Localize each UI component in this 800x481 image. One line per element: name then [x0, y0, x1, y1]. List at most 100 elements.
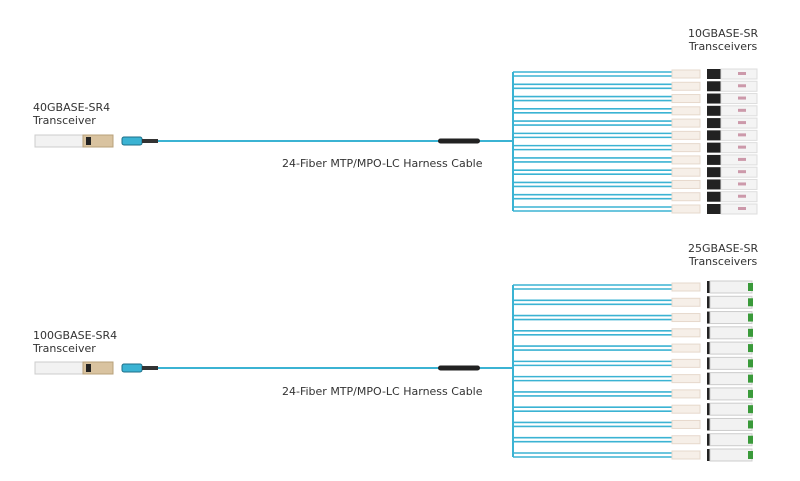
lc-connector: [671, 358, 701, 368]
sfp-plus-label: [738, 84, 746, 88]
source-label-1: 40GBASE-SR4 Transceiver: [33, 101, 110, 127]
sfp28-bail: [707, 403, 710, 416]
sfp-plus-label: [738, 182, 746, 186]
target-label-1: 10GBASE-SR Transceivers: [688, 27, 758, 53]
lc-connector: [671, 179, 701, 189]
lc-connector: [671, 313, 701, 323]
lc-connector: [671, 419, 701, 429]
source-label-2: 100GBASE-SR4 Transceiver: [33, 329, 117, 355]
source-model-2: 100GBASE-SR4: [33, 329, 118, 342]
sfp-plus-label: [738, 207, 746, 210]
sfp28-bail: [707, 418, 710, 431]
lc-connector: [671, 81, 701, 91]
sfp28-tab: [748, 283, 753, 291]
lc-connector: [671, 94, 701, 104]
sfp28-transceiver: [709, 402, 753, 416]
sfp-plus-label: [738, 157, 746, 161]
lc-connector: [671, 106, 701, 116]
target-model-2: 25GBASE-SR: [688, 242, 759, 255]
sfp-plus-latch: [707, 204, 721, 214]
breakout-boot: [438, 365, 480, 371]
lc-connector: [671, 328, 701, 338]
sfp28-transceiver: [709, 433, 753, 447]
lc-connector: [671, 69, 701, 79]
sfp28-tab: [748, 298, 753, 307]
source-type-1: Transceiver: [33, 114, 96, 127]
sfp28-transceiver: [709, 311, 753, 325]
mtp-boot: [142, 139, 158, 143]
source-model-1: 40GBASE-SR4: [33, 101, 111, 114]
sfp-plus-latch: [707, 191, 721, 202]
target-type-2: Transceivers: [688, 255, 758, 268]
target-model-1: 10GBASE-SR: [688, 27, 759, 40]
lc-connector: [671, 143, 701, 153]
source-transceiver-shell: [34, 361, 86, 375]
sfp28-bail: [707, 357, 710, 370]
cable-label-1: 24-Fiber MTP/MPO-LC Harness Cable: [282, 157, 483, 170]
source-transceiver-port: [86, 364, 91, 372]
lc-connector: [671, 404, 701, 414]
sfp-plus-latch: [707, 93, 721, 104]
breakout-boot: [438, 138, 480, 144]
lc-connector: [671, 435, 701, 445]
sfp28-tab: [748, 451, 753, 459]
cable-label-2: 24-Fiber MTP/MPO-LC Harness Cable: [282, 385, 483, 398]
sfp-plus-latch: [707, 154, 721, 165]
sfp-plus-label: [738, 96, 746, 100]
sfp-plus-latch: [707, 105, 721, 116]
sfp-plus-latch: [707, 179, 721, 190]
sfp28-tab: [748, 420, 753, 429]
sfp-plus-label: [738, 72, 746, 75]
sfp28-bail: [707, 372, 710, 385]
sfp28-tab: [748, 389, 753, 398]
target-type-1: Transceivers: [688, 40, 758, 53]
sfp28-transceiver: [709, 387, 753, 401]
mtp-connector: [121, 363, 143, 373]
sfp-plus-latch: [707, 81, 721, 92]
sfp28-tab: [748, 374, 753, 383]
sfp28-transceiver: [709, 372, 753, 386]
source-transceiver-shell: [34, 134, 86, 148]
mtp-connector: [121, 136, 143, 146]
sfp-plus-label: [738, 121, 746, 125]
sfp28-bail: [707, 326, 710, 339]
lc-connector: [671, 192, 701, 202]
sfp28-tab: [748, 405, 753, 414]
sfp28-tab: [748, 435, 753, 444]
sfp28-transceiver: [709, 326, 753, 340]
sfp-plus-label: [738, 194, 746, 198]
lc-connector: [671, 297, 701, 307]
sfp-plus-latch: [707, 69, 721, 79]
sfp28-transceiver: [709, 341, 753, 355]
lc-connector: [671, 282, 701, 292]
target-label-2: 25GBASE-SR Transceivers: [688, 242, 758, 268]
sfp28-transceiver: [709, 448, 753, 462]
sfp-plus-label: [738, 170, 746, 174]
sfp-plus-latch: [707, 142, 721, 153]
source-type-2: Transceiver: [33, 342, 96, 355]
sfp-plus-label: [738, 133, 746, 137]
lc-connector: [671, 389, 701, 399]
lc-connector: [671, 374, 701, 384]
sfp-plus-latch: [707, 167, 721, 178]
lc-connector: [671, 130, 701, 140]
sfp28-transceiver: [709, 295, 753, 309]
source-transceiver-port: [86, 137, 91, 145]
sfp28-transceiver: [709, 356, 753, 370]
sfp28-bail: [707, 449, 710, 461]
sfp28-tab: [748, 344, 753, 353]
sfp28-bail: [707, 281, 710, 293]
sfp28-tab: [748, 328, 753, 337]
lc-connector: [671, 155, 701, 165]
lc-connector: [671, 450, 701, 460]
sfp-plus-label: [738, 108, 746, 112]
lc-connector: [671, 343, 701, 353]
sfp-plus-latch: [707, 130, 721, 141]
lc-connector: [671, 167, 701, 177]
sfp-plus-label: [738, 145, 746, 149]
sfp28-tab: [748, 359, 753, 368]
sfp28-bail: [707, 342, 710, 355]
lc-connector: [671, 118, 701, 128]
